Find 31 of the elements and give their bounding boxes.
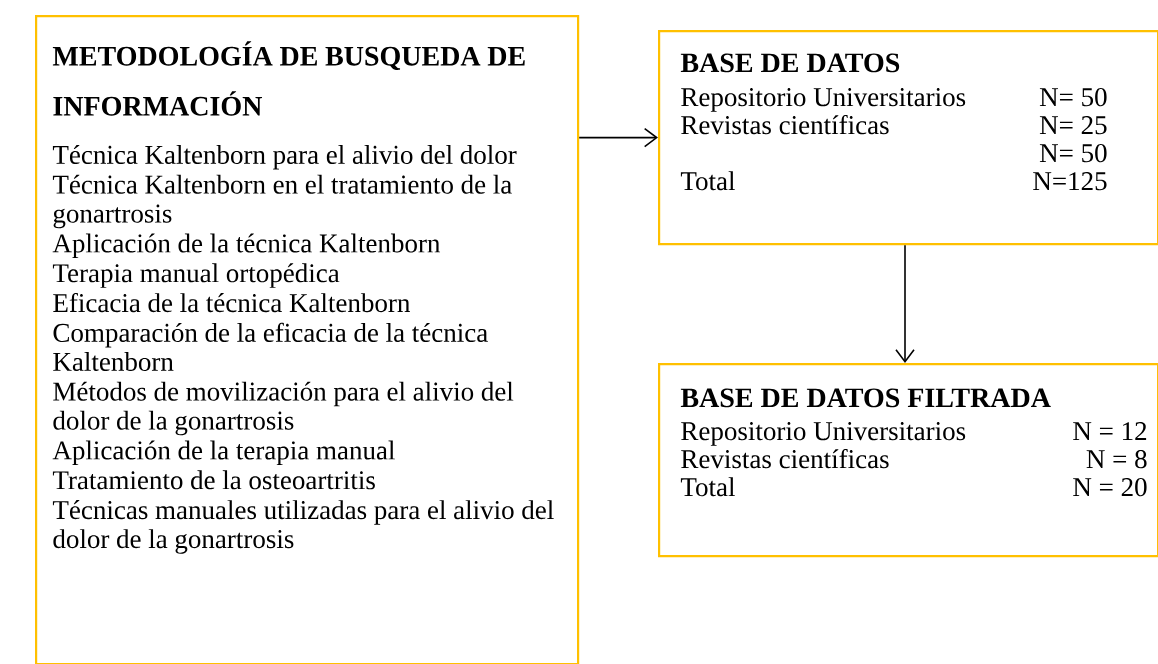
list-item: Métodos de movilización para el alivio del dolor de la gonartrosis bbox=[53, 381, 514, 436]
list-item: Aplicación de la técnica Kaltenborn bbox=[52, 233, 441, 259]
box-heading: METODOLOGÍA DE BUSQUEDA DE INFORMACIÓN bbox=[52, 41, 525, 116]
row-label: Revistas científicas bbox=[681, 449, 889, 469]
text-box bbox=[658, 30, 1158, 246]
count-value: N= 25 bbox=[1039, 116, 1107, 135]
text-box bbox=[35, 15, 580, 664]
row-label: Total bbox=[680, 171, 735, 191]
row-label: Repositorio Universitarios bbox=[681, 422, 966, 446]
text-box bbox=[658, 363, 1158, 558]
arrow bbox=[895, 244, 915, 363]
count-value: N= 50 bbox=[1039, 88, 1107, 107]
list-item: Aplicación de la terapia manual bbox=[52, 440, 395, 466]
list-item: Técnica Kaltenborn para el alivio del dolor bbox=[52, 144, 517, 170]
row-label: Repositorio Universitarios bbox=[681, 88, 966, 112]
list-item: Eficacia de la técnica Kaltenborn bbox=[53, 292, 410, 313]
row-label: Revistas científicas bbox=[681, 115, 889, 135]
list-item: Tratamiento de la osteoartritis bbox=[52, 470, 375, 490]
row-label: Total bbox=[680, 477, 735, 497]
box-heading: BASE DE DATOS FILTRADA bbox=[680, 388, 1051, 408]
arrow bbox=[578, 127, 658, 148]
list-item: Técnica Kaltenborn en el tratamiento de la gonartrosis bbox=[52, 174, 512, 229]
count-value: N= 50 bbox=[1039, 144, 1107, 163]
count-value: N=125 bbox=[1033, 172, 1107, 191]
list-item: Comparación de la eficacia de la técnica Kaltenborn bbox=[53, 322, 488, 371]
box-heading: BASE DE DATOS bbox=[680, 53, 900, 73]
count-value: N = 20 bbox=[1073, 478, 1147, 497]
count-value: N = 12 bbox=[1073, 422, 1147, 440]
list-item: Terapia manual ortopédica bbox=[52, 263, 340, 288]
list-item: Técnicas manuales utilizadas para el alivio del dolor de la gonartrosis bbox=[52, 500, 554, 554]
count-value: N = 8 bbox=[1086, 450, 1147, 469]
